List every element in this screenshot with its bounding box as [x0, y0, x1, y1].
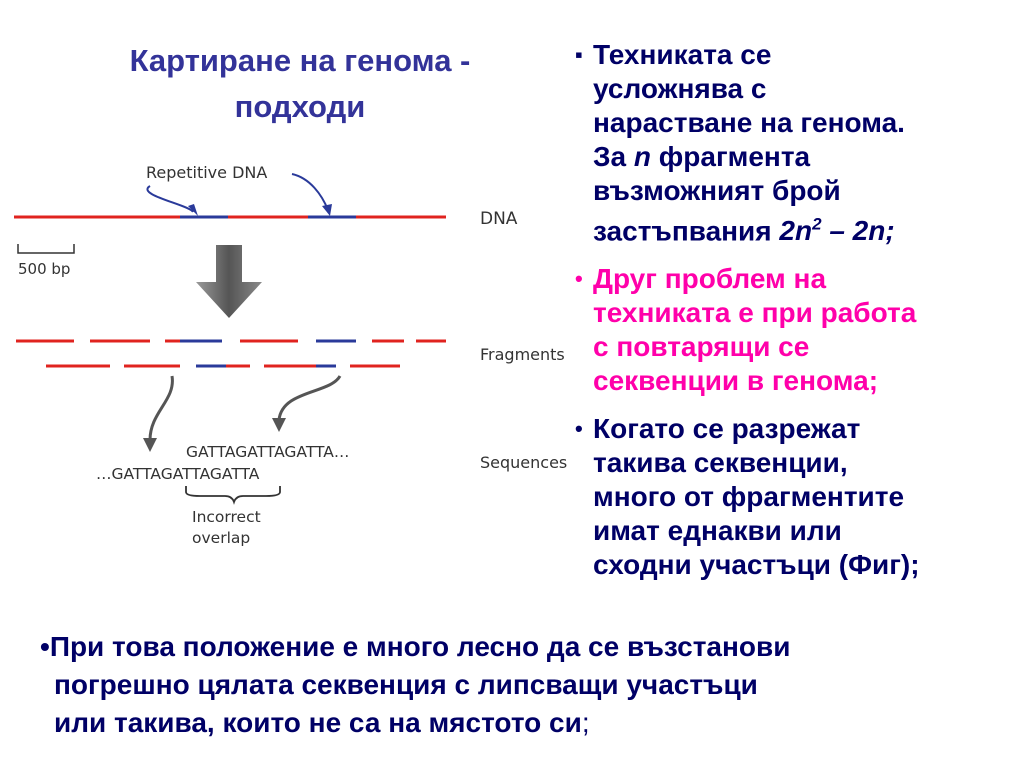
variable-n: n — [633, 141, 652, 172]
bullet-line: Техниката се — [593, 39, 772, 70]
bullet-line: нарастване на генома. — [593, 107, 905, 138]
sequence-arrow-right-head — [272, 418, 286, 432]
overlap-brace — [185, 486, 281, 505]
sequence-bottom: …GATTAGATTAGATTA — [96, 465, 260, 483]
bullet-marker: • — [575, 266, 583, 292]
bottom-bullet: •При това положение е много лесно да се … — [40, 628, 1010, 742]
text-fragment: ; — [581, 707, 590, 738]
bullet-line: Друг проблем на — [593, 263, 827, 295]
scale-bar — [17, 244, 75, 254]
bullet-list: ▪ Техниката се усложнява с нарастване на… — [575, 38, 1005, 596]
bullet-marker: ▪ — [575, 42, 583, 67]
bullet-complexity: ▪ Техниката се усложнява с нарастване на… — [575, 38, 1005, 248]
repetitive-dna-label: Repetitive DNA — [146, 163, 267, 182]
bullet-line: техниката е при работа — [593, 297, 917, 329]
repeat-arrow-left — [146, 185, 194, 213]
slide-title-line-2: подходи — [234, 89, 366, 124]
bullet-line: Когато се разрежат — [593, 413, 861, 445]
formula-part: – 2n; — [821, 215, 895, 247]
bottom-line-3: или такива, които не са на мястото си; — [40, 704, 1010, 742]
sequence-arrow-left — [148, 375, 174, 441]
bullet-line: такива секвенции, — [593, 447, 848, 479]
slide-title: Картиране на генома - подходи — [60, 38, 540, 130]
bullet-line: възможният брой — [593, 175, 841, 206]
repeat-arrow-left-head — [188, 204, 198, 216]
text-fragment: фрагмента — [651, 141, 811, 172]
row-label-sequences: Sequences — [480, 453, 567, 472]
bullet-line: застъпвания 2n2 – 2n; — [593, 208, 1005, 248]
bottom-line-1: •При това положение е много лесно да се … — [40, 628, 1010, 666]
row-label-fragments: Fragments — [480, 345, 565, 364]
slide-title-line-1: Картиране на генома - — [129, 43, 471, 78]
bullet-line: усложнява с — [593, 73, 767, 104]
row-label-dna: DNA — [480, 209, 518, 229]
text-fragment: или такива, които не са на мястото си — [54, 707, 582, 738]
sequence-arrow-left-head — [143, 438, 157, 452]
formula: 2n2 – 2n; — [779, 215, 894, 246]
bullet-line: с повтарящи се — [593, 331, 810, 363]
bullet-line: сходни участъци (Фиг); — [593, 549, 920, 581]
overlap-label-line-1: Incorrect — [192, 508, 261, 526]
repetitive-dna-figure: Repetitive DNA DNA 500 bp — [14, 163, 567, 547]
bullet-line: секвенции в генома; — [593, 365, 879, 397]
formula-exponent: 2 — [812, 215, 822, 234]
formula-part: 2n — [779, 215, 813, 247]
text-fragment: При това положение е много лесно да се в… — [49, 631, 791, 662]
overlap-label-line-2: overlap — [192, 529, 250, 547]
repeat-arrow-right-head — [322, 204, 332, 216]
bullet-marker: • — [40, 631, 50, 662]
bullet-cutting-repeats: • Когато се разрежат такива секвенции, м… — [575, 412, 1005, 582]
bullet-line: За n фрагмента — [593, 140, 1005, 174]
bullet-repeats-problem: • Друг проблем на техниката е при работа… — [575, 262, 1005, 398]
bullet-line: имат еднакви или — [593, 515, 842, 547]
bottom-line-2: погрешно цялата секвенция с липсващи уча… — [54, 669, 758, 700]
text-fragment: За — [593, 141, 634, 172]
sequence-arrow-right — [277, 375, 342, 421]
repeat-arrow-right — [291, 173, 329, 211]
process-down-arrow — [196, 245, 262, 318]
text-fragment: застъпвания — [593, 215, 780, 247]
bullet-marker: • — [575, 416, 583, 442]
bullet-line: много от фрагментите — [593, 481, 905, 513]
scale-bar-label: 500 bp — [18, 260, 70, 278]
sequence-top: GATTAGATTAGATTA… — [186, 443, 349, 461]
